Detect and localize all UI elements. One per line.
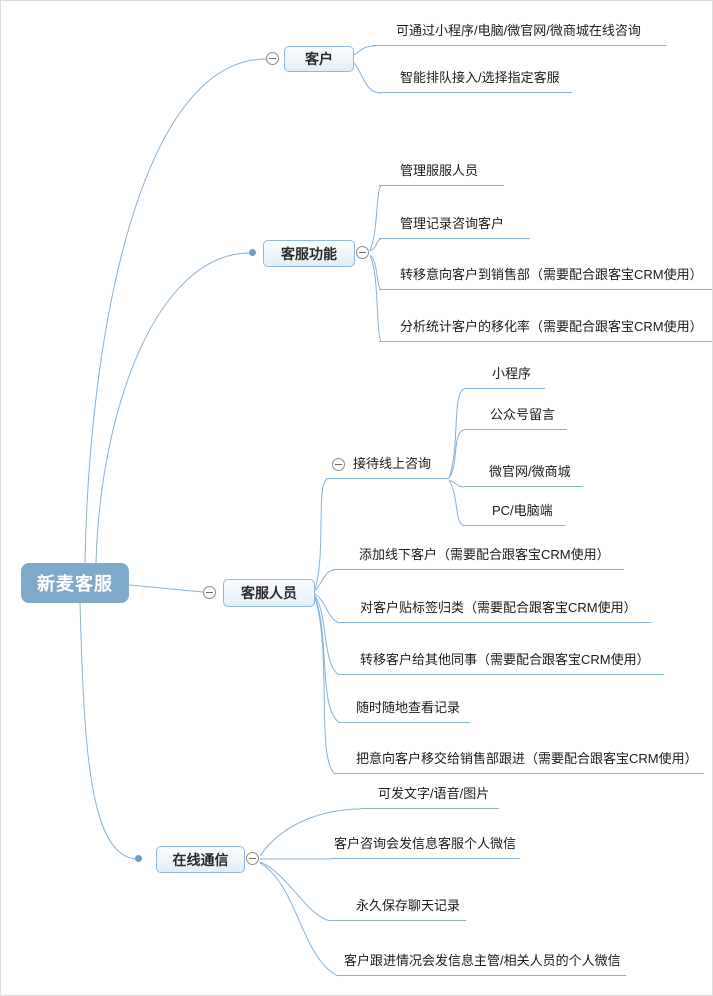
leaf-node[interactable]: PC/电脑端 — [464, 503, 565, 526]
root-node[interactable]: 新麦客服 — [21, 563, 129, 603]
collapse-button[interactable] — [356, 246, 369, 259]
branch-node-label: 在线通信 — [172, 851, 229, 868]
leaf-node[interactable]: 转移意向客户到销售部（需要配合跟客宝CRM使用） — [379, 267, 712, 290]
branch-node-label: 客服功能 — [281, 245, 337, 262]
dot-icon — [135, 855, 142, 862]
collapse-button[interactable] — [332, 458, 345, 471]
collapse-button[interactable] — [266, 52, 279, 65]
branch-node-online-communication[interactable]: 在线通信 — [156, 846, 245, 873]
branch-node-label: 客户 — [305, 51, 333, 67]
leaf-node[interactable]: 添加线下客户（需要配合跟客宝CRM使用） — [333, 547, 624, 570]
root-node-label: 新麦客服 — [37, 574, 113, 594]
leaf-node[interactable]: 可发文字/语音/图片 — [361, 786, 500, 809]
collapse-button[interactable] — [203, 586, 216, 599]
leaf-node[interactable]: 公众号留言 — [464, 407, 568, 430]
minus-icon — [206, 592, 213, 593]
leaf-node[interactable]: 微官网/微商城 — [464, 464, 583, 487]
minus-icon — [249, 858, 256, 859]
leaf-node[interactable]: 管理服服人员 — [379, 163, 505, 186]
leaf-node[interactable]: 把意向客户移交给销售部跟进（需要配合跟客宝CRM使用） — [334, 751, 704, 774]
leaf-node[interactable]: 小程序 — [464, 366, 546, 389]
dot-icon — [249, 249, 256, 256]
leaf-node[interactable]: 随时随地查看记录 — [339, 700, 471, 723]
leaf-node[interactable]: 可通过小程序/电脑/微官网/微商城在线咨询 — [373, 23, 667, 46]
leaf-node[interactable]: 对客户贴标签归类（需要配合跟客宝CRM使用） — [338, 600, 651, 623]
leaf-node[interactable]: 管理记录咨询客户 — [379, 216, 531, 239]
leaf-node[interactable]: 转移客户给其他同事（需要配合跟客宝CRM使用） — [338, 652, 664, 675]
branch-node-label: 客服人员 — [241, 585, 297, 601]
leaf-node[interactable]: 客户咨询会发信息客服个人微信 — [331, 836, 521, 859]
leaf-node[interactable]: 智能排队接入/选择指定客服 — [379, 70, 572, 93]
branch-node-service-functions[interactable]: 客服功能 — [263, 240, 355, 267]
leaf-node[interactable]: 永久保存聊天记录 — [331, 898, 467, 921]
branch-node-service-staff[interactable]: 客服人员 — [223, 579, 315, 607]
minus-icon — [269, 58, 276, 59]
leaf-node[interactable]: 分析统计客户的移化率（需要配合跟客宝CRM使用） — [379, 319, 712, 342]
leaf-node[interactable]: 客户跟进情况会发信息主管/相关人员的个人微信 — [338, 953, 626, 976]
branch-node-customer[interactable]: 客户 — [284, 46, 354, 72]
collapse-button[interactable] — [246, 852, 259, 865]
minus-icon — [335, 464, 342, 465]
minus-icon — [359, 252, 366, 253]
subbranch-node-online-reception[interactable]: 接待线上咨询 — [326, 456, 450, 479]
